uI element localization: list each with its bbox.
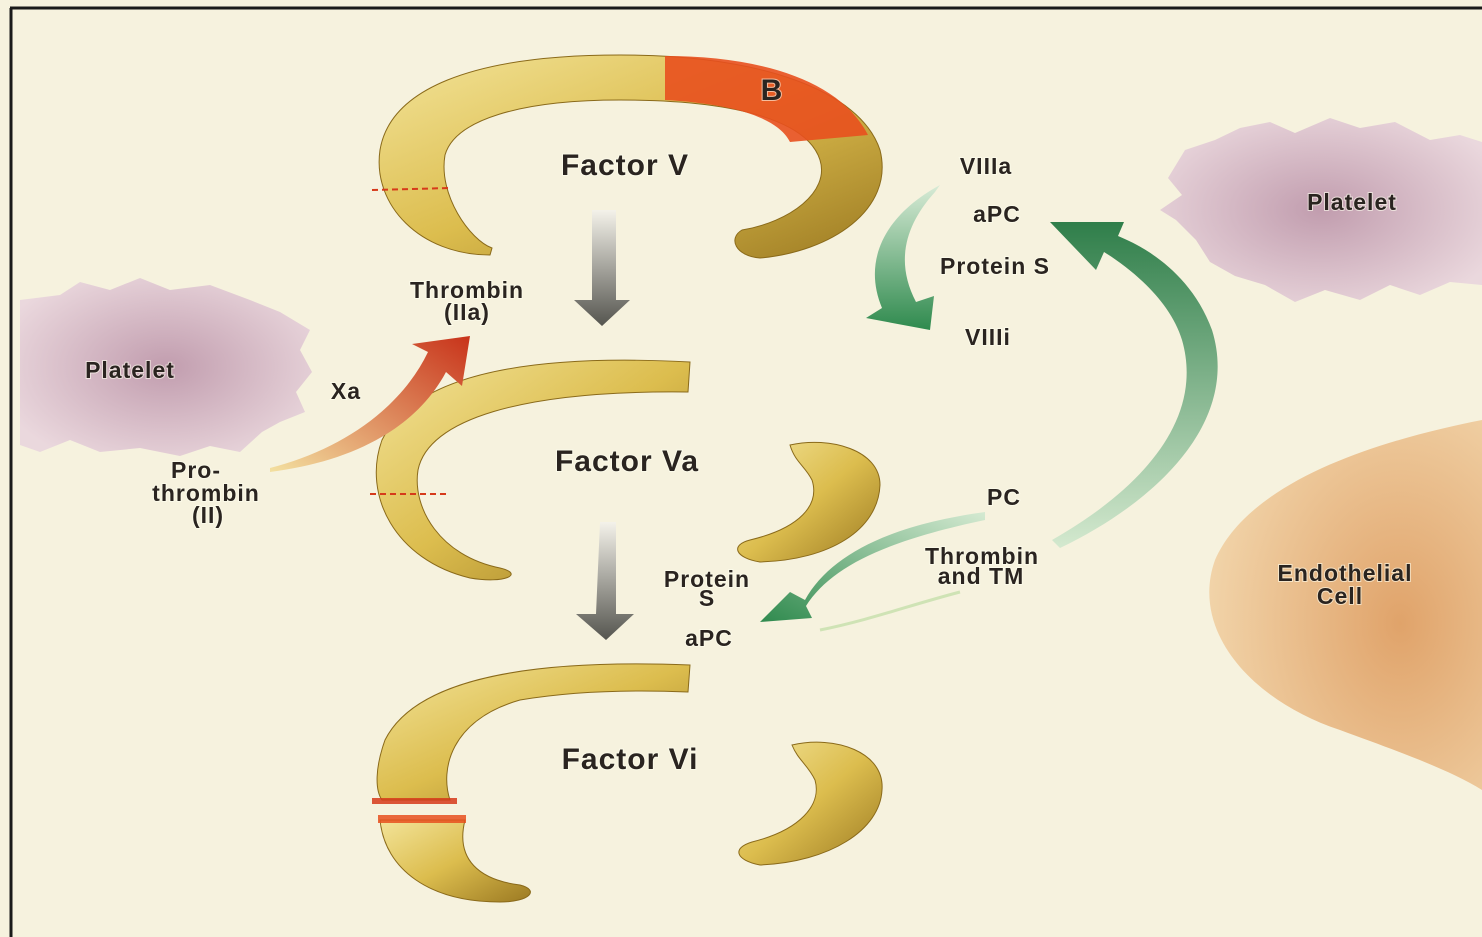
apc-lower-label: aPC [685, 625, 733, 651]
xa-label: Xa [331, 378, 361, 404]
factor-vi-cleavage-lower [378, 815, 466, 823]
viiii-label: VIIIi [965, 324, 1011, 350]
thrombin-tm-label-line2: and TM [938, 563, 1025, 589]
apc-upper-label: aPC [973, 201, 1021, 227]
factor-vi-cleavage-upper [372, 798, 457, 804]
viiia-label: VIIIa [960, 153, 1012, 179]
factor-va-label: Factor Va [555, 445, 699, 478]
platelet-right-label: Platelet [1307, 189, 1397, 215]
protein-s-upper-label: Protein S [940, 253, 1050, 279]
platelet-left-label: Platelet [85, 357, 175, 383]
pc-label: PC [987, 484, 1021, 510]
factor-v-label: Factor V [561, 149, 689, 182]
thrombin-iia-label-line2: (IIa) [444, 299, 490, 325]
prothrombin-label-line3: (II) [192, 502, 224, 528]
factor-v-b-domain-label: B [761, 74, 784, 107]
factor-vi-label: Factor Vi [562, 743, 699, 776]
endothelial-label-line2: Cell [1317, 583, 1363, 609]
protein-s-lower-label-line2: S [699, 585, 715, 611]
